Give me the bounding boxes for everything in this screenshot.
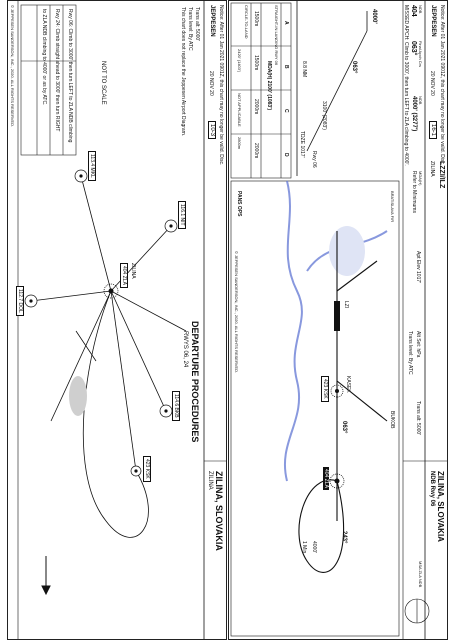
trans-alt: Trans alt: 5000' [194,7,200,42]
final-course-label: Final Apch Crs [418,41,423,68]
circle-visibility: 2800m [237,137,242,150]
copyright: © JEPPESEN SANDERSON, INC., 2020. ALL RI… [234,251,239,374]
straight-in-mda: MDA(H) 2100' (1083') [266,61,272,111]
departure-chart-panel: Notice: After 01 Jan 2021 0901Z, this ch… [7,0,227,640]
city-name: ZILINA, SLOVAKIA [214,471,224,551]
jeppesen-logo: JEPPESEN [209,5,215,37]
vor-bukob-label: 114.6 BKB [172,391,180,421]
page-title: DEPARTURE PROCEDURES [190,321,200,443]
ksk-ndb-label: 423 KSK [321,376,329,402]
profile-course: 063° [351,61,357,74]
holding-altitude: 4000' [311,541,317,554]
outbound-course: 243° [341,531,347,544]
cat-c-header: C [283,109,289,113]
airport-name: ZILINA [429,161,435,177]
mda-label: MDA(H) [418,171,423,186]
footnote-3: to ZLA NDB climbing to 4000' or as by AT… [41,9,47,106]
profile-distance: 8.8 NM [301,61,307,78]
cat-d-header: D [283,153,289,157]
zla-ndb-name: ZILINA [130,263,136,279]
pans-ops-label: PANS OPS [236,191,242,217]
city-name: ZILINA, SLOVAKIA [436,471,445,542]
circle-cat-a: 2420' (1403') [237,49,242,73]
jeppesen-logo: JEPPESEN [430,5,436,37]
disclaimer: This chart does not replace the Jeppesen… [180,7,186,137]
departure-route-graphics [17,1,226,640]
runway-label: Rwy 06 [311,151,317,168]
holding-time: 1 Min [301,541,307,554]
chart-page-number: 16-1 [429,121,437,140]
approach-plan-graphics [230,1,447,640]
bukob-fix-label: BUKOB [389,411,395,429]
msa-label: MSA ZLA NDB [418,561,423,588]
circle-to-land-label: CIRCLE-TO-LAND [244,5,249,39]
fir-boundary-label: BRATISLAVA FIR [390,191,395,223]
vis-cat-a: 1500m [253,11,259,27]
zla-ndb-label: 404 ZLA [120,263,128,288]
footnote-1: Rwy 06: Climb to 3000' then turn LEFT to… [67,9,73,143]
lzi-airport-label: LZI [343,301,349,309]
chart-date: 20 NOV 20 [208,71,214,96]
trans-level: Trans level: By ATC [187,7,193,51]
zla-ndb-symbol [103,283,119,299]
vor-nitra-label: 116.1 NIT [178,201,186,229]
ndb-freq-value: 404 [410,5,417,17]
vis-cat-b: 1500m [253,55,259,71]
fix-alt-value: 4000' (3277') [411,96,417,132]
straight-in-label: STRAIGHT-IN LANDING RWY 06 [274,5,279,66]
approach-chart-panel: Notice: After 01 Jan 2021 0901Z, this ch… [228,0,448,640]
kasek-fix-label: KASEK [345,376,351,393]
footnote-2: Rwy 24: Climb straight ahead to 3000' th… [54,9,60,132]
missed-approach-text: MISSED APCH: Climb to 3000', then turn L… [403,5,409,166]
zla-ndb-label: 404 ZLA [323,467,329,490]
validity-notice: Notice: After 01 Jan 2021 0901Z, this ch… [439,5,445,166]
alt-setting: Alt Set: hPa [415,331,421,358]
tdze: TDZE 1017' [299,131,305,158]
profile-altitude-a: 4000' [371,9,377,24]
chart-page-number: 10-3 [208,121,216,140]
vis-cat-c: 2000m [253,99,259,115]
airport-name: ZILINA [207,471,213,490]
cat-b-header: B [283,65,289,69]
ndb-freq-label: NDB [418,5,423,14]
procedure-name: NDB Rwy 06 [429,471,435,507]
final-course-value: 063° [410,41,417,56]
vor-dolny-label: 112.7 DOL [16,286,24,316]
runways-label: RWYS 06, 24 [182,331,188,368]
trans-level: Trans level: By ATC [407,331,413,375]
fix-alt-label: NDB [418,96,423,105]
chart-date: 20 NOV 20 [429,71,435,96]
trans-alt: Trans alt: 5000' [415,401,421,436]
cat-a-header: A [283,21,289,25]
profile-altitude-b: 3100' (2083') [321,101,327,130]
ndb-kasek-label: 423 KSK [143,456,151,482]
circle-cat-c: NOT APPLICABLE [237,93,242,127]
airport-code: LZZI/ILZ [438,161,445,189]
not-to-scale-label: NOT TO SCALE [100,61,106,105]
validity-notice: Notice: After 01 Jan 2021 0901Z, this ch… [218,5,224,166]
mda-value: Refer to Minimums [411,171,417,213]
vor-mikolas-label: 113.4 MKL [88,151,96,181]
inbound-course: 063° [341,421,347,434]
copyright: © JEPPESEN SANDERSON, INC., 2020. ALL RI… [10,5,15,128]
airport-elevation: Apt Elev 1017' [415,251,421,284]
vis-cat-d: 2000m [253,143,259,159]
